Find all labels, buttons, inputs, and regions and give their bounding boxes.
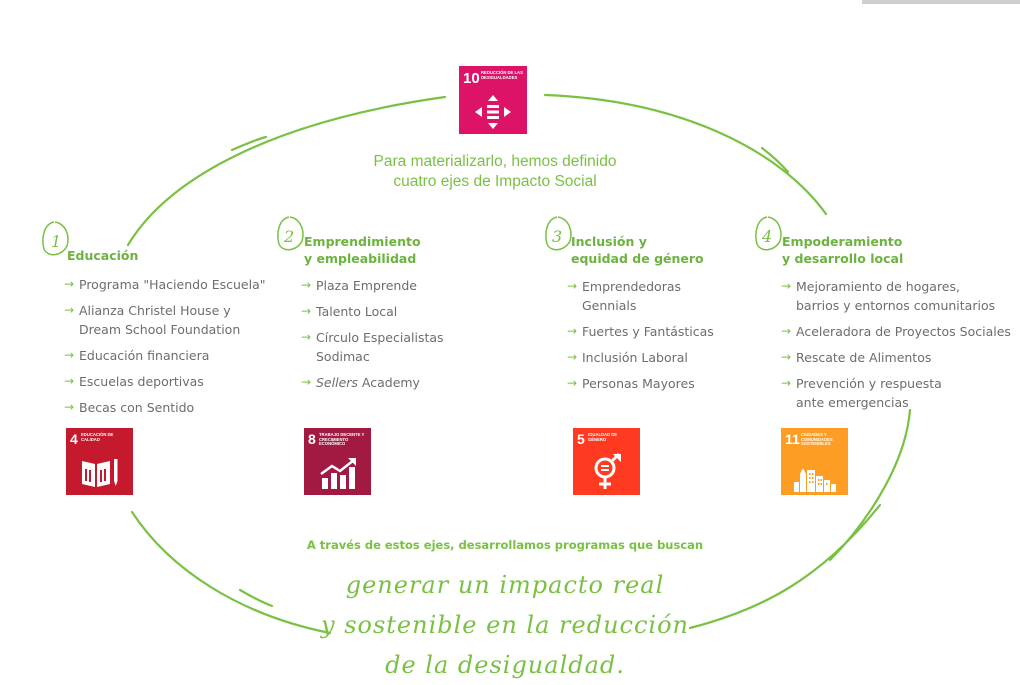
intro-line-2: cuatro ejes de Impacto Social bbox=[393, 173, 597, 190]
arrow-icon: → bbox=[567, 279, 578, 293]
sdg-8-number: 8 bbox=[308, 431, 316, 447]
city-buildings-icon bbox=[794, 468, 836, 492]
axis-3-title-line: Inclusión y bbox=[571, 234, 647, 249]
ring-arc-top-left bbox=[126, 95, 447, 247]
sdg-4-label: Educación de calidad bbox=[81, 432, 114, 442]
arrow-icon: → bbox=[567, 324, 578, 338]
sdg-8-label: Trabajo decente y crecimiento económico bbox=[319, 432, 365, 447]
italic-text: Sellers bbox=[316, 375, 358, 390]
sdg-5-badge: 5 Igualdad de género bbox=[573, 428, 640, 495]
axis-4-title-line: Empoderamiento bbox=[782, 234, 903, 249]
intro-text: Para materializarlo, hemos definido cuat… bbox=[300, 152, 690, 192]
axis-2-number: 2 bbox=[283, 227, 294, 246]
axis-3-title-line: equidad de género bbox=[571, 251, 704, 266]
list-item: →Programa "Haciendo Escuela" bbox=[64, 277, 266, 292]
axis-1-list: →Programa "Haciendo Escuela" →Alianza Ch… bbox=[64, 275, 265, 424]
arrow-icon: → bbox=[301, 375, 312, 389]
ring-arc-top-right bbox=[543, 93, 828, 216]
sdg-4-badge: 4 Educación de calidad bbox=[66, 428, 133, 495]
axis-4-title: Empoderamiento y desarrollo local bbox=[782, 233, 903, 267]
axis-4-title-line: y desarrollo local bbox=[782, 251, 904, 266]
axis-3-number: 3 bbox=[552, 227, 562, 246]
arrow-icon: → bbox=[567, 376, 578, 390]
gender-equality-icon bbox=[594, 452, 621, 489]
sdg-10-label: Reducción de las desigualdades bbox=[481, 70, 523, 80]
list-item: →Escuelas deportivas bbox=[64, 374, 204, 389]
axis-2-title: Emprendimiento y empleabilidad bbox=[304, 233, 421, 267]
sdg-5-number: 5 bbox=[577, 431, 585, 447]
arrow-icon: → bbox=[64, 374, 75, 388]
sdg-11-label: Ciudades y comunidades sostenibles bbox=[801, 432, 833, 447]
list-item: →Talento Local bbox=[301, 304, 398, 319]
axis-4-empowerment: 4 Empoderamiento y desarrollo local →Mej… bbox=[753, 213, 1013, 498]
intro-line-1: Para materializarlo, hemos definido bbox=[373, 153, 617, 170]
arrow-icon: → bbox=[64, 400, 75, 414]
sdg-4-number: 4 bbox=[70, 431, 78, 447]
ring-arc-bottom-left-accent bbox=[238, 588, 274, 608]
list-item: →Plaza Emprende bbox=[301, 278, 417, 293]
sdg-10-badge: 10 Reducción de las desigualdades bbox=[459, 66, 527, 134]
axis-2-list: →Plaza Emprende →Talento Local →Círculo … bbox=[301, 276, 444, 399]
slogan-line-2: y sostenible en la reducción bbox=[321, 611, 689, 639]
ring-arc-bottom-right bbox=[688, 503, 882, 630]
list-item: →Educación financiera bbox=[64, 348, 210, 363]
arrow-icon: → bbox=[567, 350, 578, 364]
sdg-8-badge: 8 Trabajo decente y crecimiento económic… bbox=[304, 428, 371, 495]
axis-3-title: Inclusión y equidad de género bbox=[571, 233, 704, 267]
axis-2-title-line: Emprendimiento bbox=[304, 234, 421, 249]
slogan-line-3: de la desigualdad. bbox=[385, 651, 625, 679]
axis-1-title-line: Educación bbox=[67, 248, 139, 263]
list-item: →Mejoramiento de hogares,barrios y entor… bbox=[781, 279, 996, 313]
reduced-inequalities-icon bbox=[475, 95, 511, 129]
growth-chart-icon bbox=[320, 458, 356, 489]
axis-2-title-line: y empleabilidad bbox=[304, 251, 417, 266]
arrow-icon: → bbox=[781, 376, 792, 390]
arrow-icon: → bbox=[301, 278, 312, 292]
axis-1-title: Educación bbox=[67, 247, 138, 264]
arrow-icon: → bbox=[301, 304, 312, 318]
book-pencil-icon bbox=[82, 459, 118, 487]
list-item: →Inclusión Laboral bbox=[567, 350, 688, 365]
list-item: →Aceleradora de Proyectos Sociales bbox=[781, 324, 1011, 339]
sdg-5-label: Igualdad de género bbox=[588, 432, 618, 442]
arrow-icon: → bbox=[64, 303, 75, 317]
arrow-icon: → bbox=[64, 277, 75, 291]
list-item: →Becas con Sentido bbox=[64, 400, 195, 415]
axis-2-number-circle: 2 bbox=[277, 216, 304, 251]
axis-4-number: 4 bbox=[761, 227, 772, 246]
ring-arc-top-left-accent bbox=[230, 135, 268, 152]
slogan-line-1: generar un impacto real bbox=[345, 571, 665, 599]
slogan: generar un impacto real y sostenible en … bbox=[280, 565, 730, 685]
list-item: →Fuertes y Fantásticas bbox=[567, 324, 714, 339]
sdg-10-number: 10 bbox=[463, 70, 480, 87]
sdg-11-number: 11 bbox=[785, 431, 800, 447]
axis-1-number: 1 bbox=[51, 232, 61, 251]
axis-3-inclusion: 3 Inclusión y equidad de género →Emprend… bbox=[543, 213, 773, 498]
ring-arc-bottom-left bbox=[130, 510, 332, 635]
arrow-icon: → bbox=[781, 350, 792, 364]
list-item: →Personas Mayores bbox=[567, 376, 695, 391]
axis-1-number-circle: 1 bbox=[42, 221, 69, 256]
arrow-icon: → bbox=[301, 330, 312, 344]
summary-text: A través de estos ejes, desarrollamos pr… bbox=[306, 538, 704, 552]
arrow-icon: → bbox=[64, 348, 75, 362]
ring-arc-top-right-accent bbox=[760, 146, 790, 174]
top-edge-bar bbox=[862, 0, 1020, 4]
list-item: →Sellers Academy bbox=[301, 375, 420, 390]
arrow-icon: → bbox=[781, 324, 792, 338]
list-item: →Rescate de Alimentos bbox=[781, 350, 932, 365]
arrow-icon: → bbox=[781, 279, 792, 293]
sdg-11-badge: 11 Ciudades y comunidades sostenibles bbox=[781, 428, 848, 495]
axis-4-number-circle: 4 bbox=[755, 216, 782, 251]
axis-4-list: →Mejoramiento de hogares,barrios y entor… bbox=[781, 277, 1011, 419]
axis-2-entrepreneurship: 2 Emprendimiento y empleabilidad →Plaza … bbox=[275, 213, 505, 498]
axis-3-number-circle: 3 bbox=[545, 216, 572, 251]
axis-1-education: 1 Educación →Programa "Haciendo Escuela"… bbox=[40, 218, 270, 498]
